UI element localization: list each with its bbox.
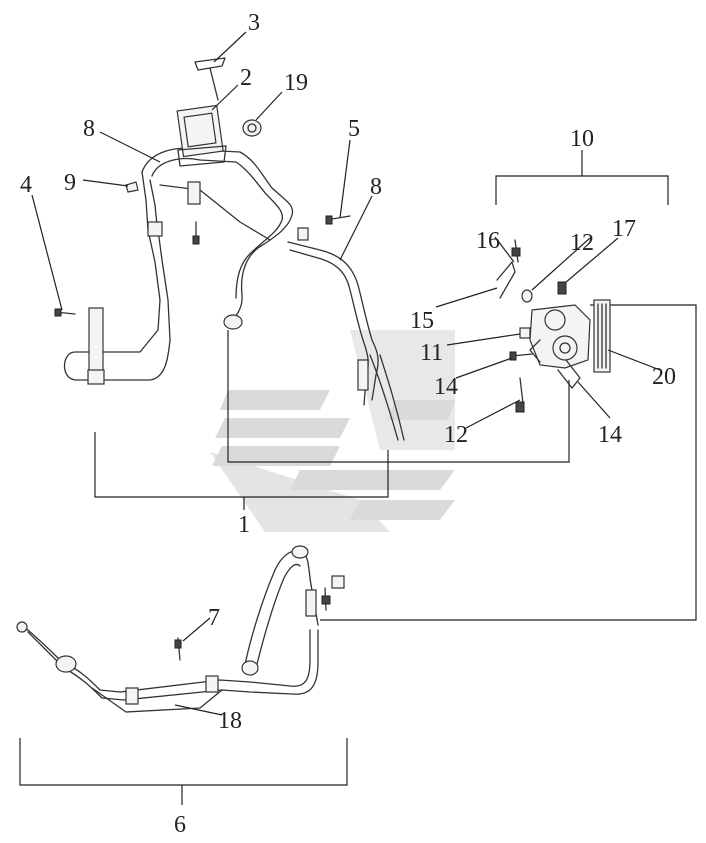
- return-line-assembly-6: [16, 545, 345, 713]
- bolt-4: [54, 308, 76, 317]
- bolt-left-small: [192, 221, 200, 245]
- callout-7: 7: [208, 605, 220, 631]
- bracket-group-10: [495, 150, 669, 205]
- cap-3: [194, 57, 226, 101]
- callout-6: 6: [174, 812, 186, 838]
- callout-2: 2: [240, 65, 252, 91]
- watermark-logo: [210, 330, 455, 532]
- callout-4: 4: [20, 172, 32, 198]
- bracket-group-6: [19, 738, 348, 805]
- pump-fasteners: [496, 239, 567, 413]
- callout-8-left: 8: [83, 116, 95, 142]
- bracket-group-1: [94, 432, 389, 510]
- callout-14: 14: [598, 422, 622, 448]
- bolt-9: [125, 181, 139, 193]
- upper-hose-assembly: [63, 147, 294, 385]
- callout-13: 12: [570, 230, 594, 256]
- clamp-20: [242, 119, 262, 137]
- callout-20: 19: [284, 70, 308, 96]
- callout-18: 17: [612, 216, 636, 242]
- callout-9: 9: [64, 170, 76, 196]
- leader-lines: [31, 31, 661, 716]
- callout-10: 10: [570, 126, 594, 152]
- callout-17: 16: [476, 228, 500, 254]
- pump-assembly-10: [529, 304, 591, 389]
- callout-1: 1: [238, 512, 250, 538]
- bolt-5: [325, 215, 351, 225]
- callout-21: 20: [652, 364, 676, 390]
- callout-19: 18: [218, 708, 242, 734]
- pulley-21: [593, 299, 611, 373]
- callout-labels: 3 2 19 8 9 4 5 8 10 16 12 17 15 11 14 20…: [20, 10, 676, 838]
- callout-12: 12: [444, 422, 468, 448]
- reservoir-2: [176, 104, 227, 167]
- callout-16: 15: [410, 308, 434, 334]
- callout-5: 5: [348, 116, 360, 142]
- callout-8-right: 8: [370, 174, 382, 200]
- callout-15: 14: [434, 374, 458, 400]
- callout-3: 3: [248, 10, 260, 36]
- hose-loop-frame: [227, 304, 697, 621]
- callout-11: 11: [420, 340, 443, 366]
